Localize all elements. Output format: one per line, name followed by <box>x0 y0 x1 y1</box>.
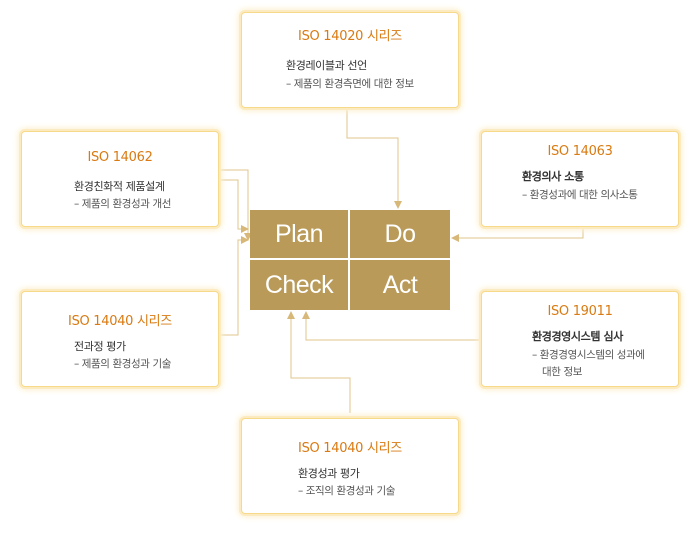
iso19011-box: ISO 19011 환경경영시스템 심사 – 환경경영시스템의 성과에 대한 정… <box>481 291 679 387</box>
iso14063-box: ISO 14063 환경의사 소통 – 환경성과에 대한 의사소통 <box>481 131 679 227</box>
iso19011-title: ISO 19011 <box>547 304 613 319</box>
iso14020-main: 환경레이블과 선언 <box>286 59 367 72</box>
iso14040-eval-sub: – 조직의 환경성과 기술 <box>298 485 396 497</box>
iso14040-eval-main: 환경성과 평가 <box>298 467 360 480</box>
iso14040-eval-box: ISO 14040 시리즈 환경성과 평가 – 조직의 환경성과 기술 <box>241 418 459 514</box>
pdca-check: Check <box>250 260 348 310</box>
iso14040-eval-title: ISO 14040 시리즈 <box>298 441 402 456</box>
iso14063-title: ISO 14063 <box>547 144 613 159</box>
iso14020-box: ISO 14020 시리즈 환경레이블과 선언 – 제품의 환경측면에 대한 정… <box>241 12 459 108</box>
iso14062-sub: – 제품의 환경성과 개선 <box>74 198 172 210</box>
iso14062-title: ISO 14062 <box>87 150 153 165</box>
iso19011-main: 환경경영시스템 심사 <box>532 330 623 343</box>
iso14062-box: ISO 14062 환경친화적 제품설계 – 제품의 환경성과 개선 <box>21 131 219 227</box>
connector-left2-plan <box>220 236 249 336</box>
connector-right1-do <box>451 228 584 242</box>
iso14020-title: ISO 14020 시리즈 <box>298 29 402 44</box>
iso14062-main: 환경친화적 제품설계 <box>74 180 165 193</box>
iso14063-sub: – 환경성과에 대한 의사소통 <box>522 189 638 201</box>
pdca-do: Do <box>350 210 450 258</box>
iso14020-sub: – 제품의 환경측면에 대한 정보 <box>286 78 414 90</box>
connector-right2-check <box>302 311 480 341</box>
pdca-plan: Plan <box>250 210 348 258</box>
iso14040-lca-title: ISO 14040 시리즈 <box>68 314 172 329</box>
iso19011-sub2: 대한 정보 <box>542 366 582 378</box>
iso19011-sub: – 환경경영시스템의 성과에 <box>532 349 645 361</box>
iso14063-main: 환경의사 소통 <box>522 170 584 183</box>
connector-bottom-check <box>287 311 351 413</box>
iso14040-lca-box: ISO 14040 시리즈 전과정 평가 – 제품의 환경성과 기술 <box>21 291 219 387</box>
iso14040-lca-sub: – 제품의 환경성과 기술 <box>74 358 172 370</box>
connector-left1-plan-b <box>220 179 249 233</box>
pdca-grid: Plan Do Check Act <box>250 210 450 310</box>
connector-left1-plan-a <box>220 169 252 241</box>
pdca-act: Act <box>350 260 450 310</box>
iso14040-lca-main: 전과정 평가 <box>74 340 126 353</box>
connector-top-do <box>346 110 402 209</box>
